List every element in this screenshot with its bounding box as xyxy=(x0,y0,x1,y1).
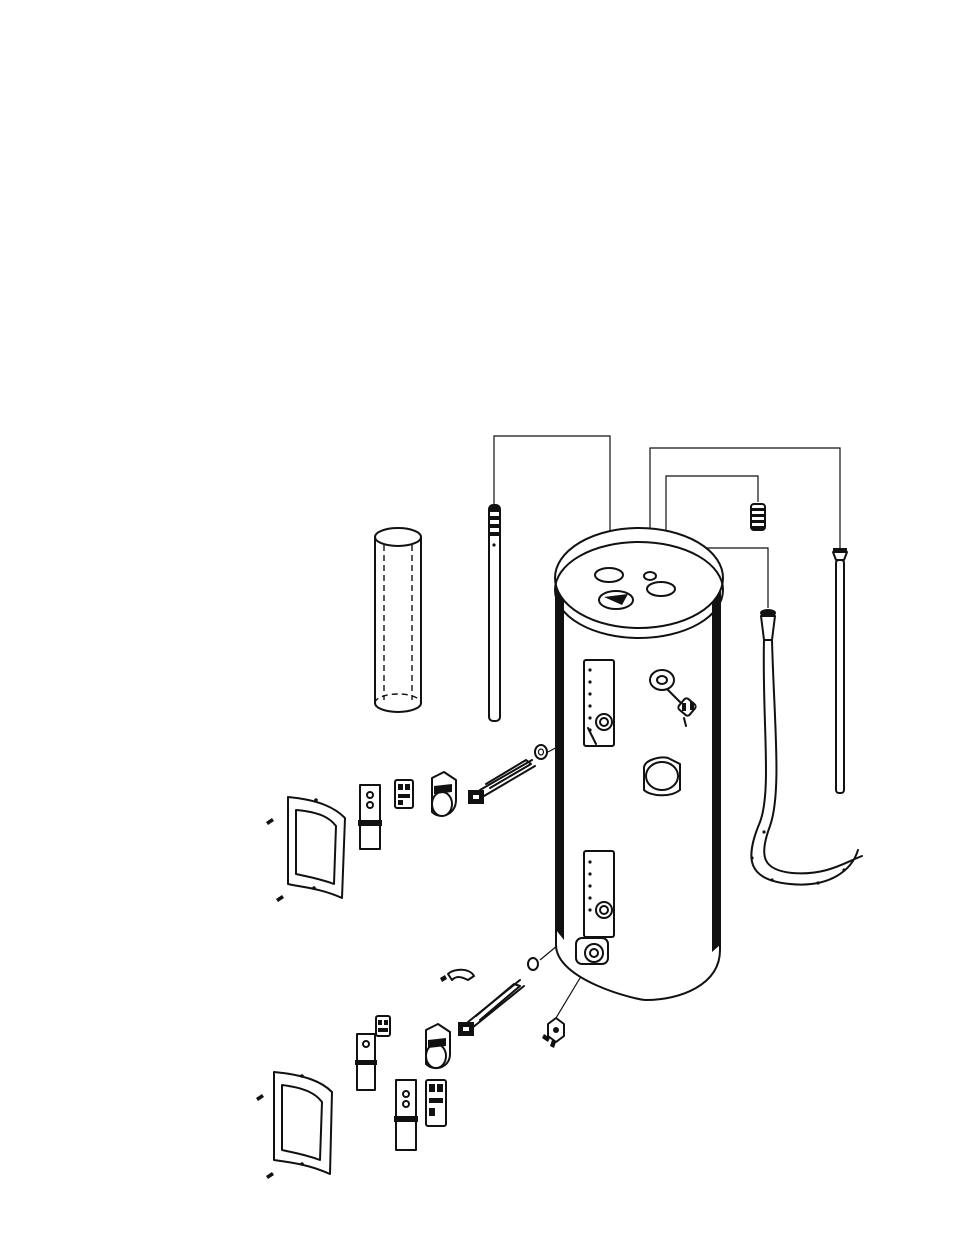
upper-element-gasket xyxy=(535,745,547,759)
lower-insulation-clip xyxy=(355,1034,377,1090)
lower-clip-plate xyxy=(394,1080,418,1150)
lower-access-cover xyxy=(274,1072,332,1174)
wire-connector xyxy=(440,970,474,982)
lower-element-gasket xyxy=(528,958,538,970)
jacket-sleeve xyxy=(375,528,421,712)
side-outlet xyxy=(644,757,680,795)
upper-access-cover xyxy=(288,797,345,898)
lower-heating-element xyxy=(458,980,524,1036)
dip-tube xyxy=(489,505,500,721)
upper-access-opening xyxy=(584,660,614,746)
upper-thermostat xyxy=(395,780,413,808)
lower-thermostat xyxy=(426,1080,446,1126)
flexible-hose xyxy=(750,609,862,885)
terminal-block xyxy=(376,1016,390,1036)
anode-rod xyxy=(833,548,847,793)
upper-element-bracket xyxy=(432,772,456,816)
upper-insulation-clip xyxy=(358,785,382,849)
pipe-nipple xyxy=(751,504,765,530)
lower-element-bracket xyxy=(426,1024,450,1068)
upper-heating-element xyxy=(468,760,535,804)
lower-access-opening xyxy=(584,851,614,937)
drain-valve xyxy=(542,1018,564,1048)
drain-port xyxy=(576,938,608,964)
relief-valve-port xyxy=(650,670,674,690)
water-heater-tank xyxy=(555,528,723,1000)
